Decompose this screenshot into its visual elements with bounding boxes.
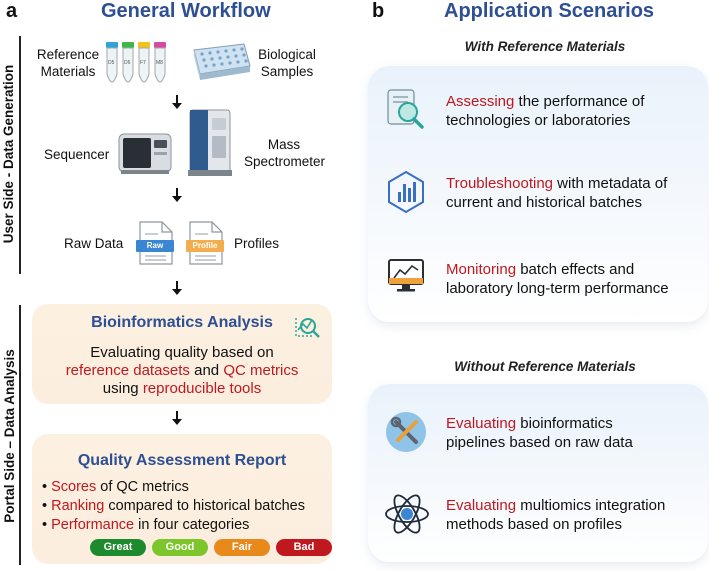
bullet-highlight: Scores <box>51 479 97 495</box>
item-highlight: Assessing <box>446 93 515 110</box>
hexagon-chart-icon <box>388 170 424 214</box>
category-bad-badge: Bad <box>276 539 332 556</box>
bioinformatics-title: Bioinformatics Analysis <box>91 314 273 331</box>
profiles-label: Profiles <box>234 236 280 251</box>
report-card: Quality Assessment Report • Scores of QC… <box>32 434 332 564</box>
magnifier-report-icon <box>387 89 424 129</box>
bullet-highlight: Performance <box>51 517 135 533</box>
item-line2: laboratory long-term performance <box>446 280 669 297</box>
bullet-highlight: Ranking <box>51 498 105 514</box>
mass-spectrometer-label: Mass Spectrometer <box>244 137 326 169</box>
bioinformatics-line2: reference datasets and QC metrics <box>32 362 332 380</box>
item-text: bioinformatics <box>516 415 613 432</box>
flow-arrow <box>172 281 182 295</box>
report-bullet: • Performance in four categories <box>42 517 250 533</box>
biological-samples-label: Biological Samples <box>258 47 316 79</box>
item-line2: current and historical batches <box>446 194 642 211</box>
reference-materials-label: Reference Materials <box>36 47 100 79</box>
bullet-text: compared to historical batches <box>104 498 305 514</box>
report-title: Quality Assessment Report <box>77 452 287 469</box>
item-highlight: Evaluating <box>446 415 517 432</box>
using-text: using <box>102 380 143 397</box>
item-line2: technologies or laboratories <box>446 112 631 129</box>
flow-arrow <box>172 95 182 109</box>
evaluating-pipelines-item: Evaluating bioinformatics pipelines base… <box>446 414 633 452</box>
item-highlight: Troubleshooting <box>446 175 554 192</box>
report-bullet: • Scores of QC metrics <box>42 479 189 495</box>
tube-label: M8 <box>156 60 163 66</box>
profile-file-icon <box>186 221 224 265</box>
panel-b-heading: Application Scenarios <box>444 0 655 22</box>
report-bullet: • Ranking compared to historical batches <box>42 498 305 514</box>
item-text: the performance of <box>514 93 645 110</box>
item-line2: methods based on profiles <box>446 516 622 533</box>
tube-label: F7 <box>140 60 146 66</box>
and-text: and <box>189 362 224 379</box>
report-bullets: • Scores of QC metrics • Ranking compare… <box>42 478 305 535</box>
category-great-badge: Great <box>90 539 146 556</box>
mass-spectrometer-icon <box>188 109 232 176</box>
category-good-badge: Good <box>152 539 208 556</box>
without-reference-card: Evaluating bioinformatics pipelines base… <box>368 384 708 562</box>
monitoring-item: Monitoring batch effects and laboratory … <box>446 260 669 298</box>
evaluating-multiomics-item: Evaluating multiomics integration method… <box>446 496 665 534</box>
tube-label: D6 <box>124 60 131 66</box>
sequencer-icon <box>118 133 172 174</box>
reproducible-tools-text: reproducible tools <box>142 380 262 397</box>
with-reference-card: Assessing the performance of technologie… <box>368 66 708 322</box>
sample-plate-icon <box>193 43 251 80</box>
without-reference-heading: Without Reference Materials <box>454 359 636 374</box>
bioinformatics-line1: Evaluating quality based on <box>90 344 274 361</box>
category-fair-badge: Fair <box>214 539 270 556</box>
raw-file-icon <box>136 221 174 265</box>
sequencer-label: Sequencer <box>44 147 110 162</box>
panel-a-heading: General Workflow <box>101 0 271 22</box>
panel-letter-b: b <box>372 0 385 22</box>
analysis-magnifier-icon <box>295 318 320 338</box>
atom-icon <box>385 494 429 534</box>
portal-side-bar <box>19 305 21 565</box>
bullet-text: of QC metrics <box>96 479 189 495</box>
user-side-bar <box>19 36 21 274</box>
item-line2: pipelines based on raw data <box>446 434 633 451</box>
flow-arrow <box>172 411 182 425</box>
assessing-item: Assessing the performance of technologie… <box>446 92 644 130</box>
bioinformatics-card: Bioinformatics Analysis Evaluating quali… <box>32 304 332 404</box>
user-side-label: User Side - Data Generation <box>1 64 16 244</box>
monitor-chart-icon <box>388 259 424 292</box>
raw-file-tag: Raw <box>146 241 164 250</box>
item-text: multiomics integration <box>516 497 666 514</box>
bullet-text: in four categories <box>134 517 250 533</box>
reference-datasets-text: reference datasets <box>65 362 190 379</box>
qc-metrics-text: QC metrics <box>223 362 299 379</box>
item-highlight: Monitoring <box>446 261 517 278</box>
flow-arrow <box>172 188 182 202</box>
panel-letter-a: a <box>6 0 18 22</box>
tubes-icon <box>106 42 166 83</box>
portal-side-label: Portal Side – Data Analysis <box>2 349 17 523</box>
item-text: with metadata of <box>553 175 668 192</box>
with-reference-heading: With Reference Materials <box>464 39 626 54</box>
item-text: batch effects and <box>516 261 635 278</box>
item-highlight: Evaluating <box>446 497 517 514</box>
tube-label: D5 <box>108 60 115 66</box>
tools-icon <box>386 412 426 452</box>
raw-data-label: Raw Data <box>64 236 124 251</box>
bioinformatics-line3: using reproducible tools <box>32 380 332 398</box>
troubleshooting-item: Troubleshooting with metadata of current… <box>446 174 667 212</box>
profile-file-tag: Profile <box>192 241 218 250</box>
